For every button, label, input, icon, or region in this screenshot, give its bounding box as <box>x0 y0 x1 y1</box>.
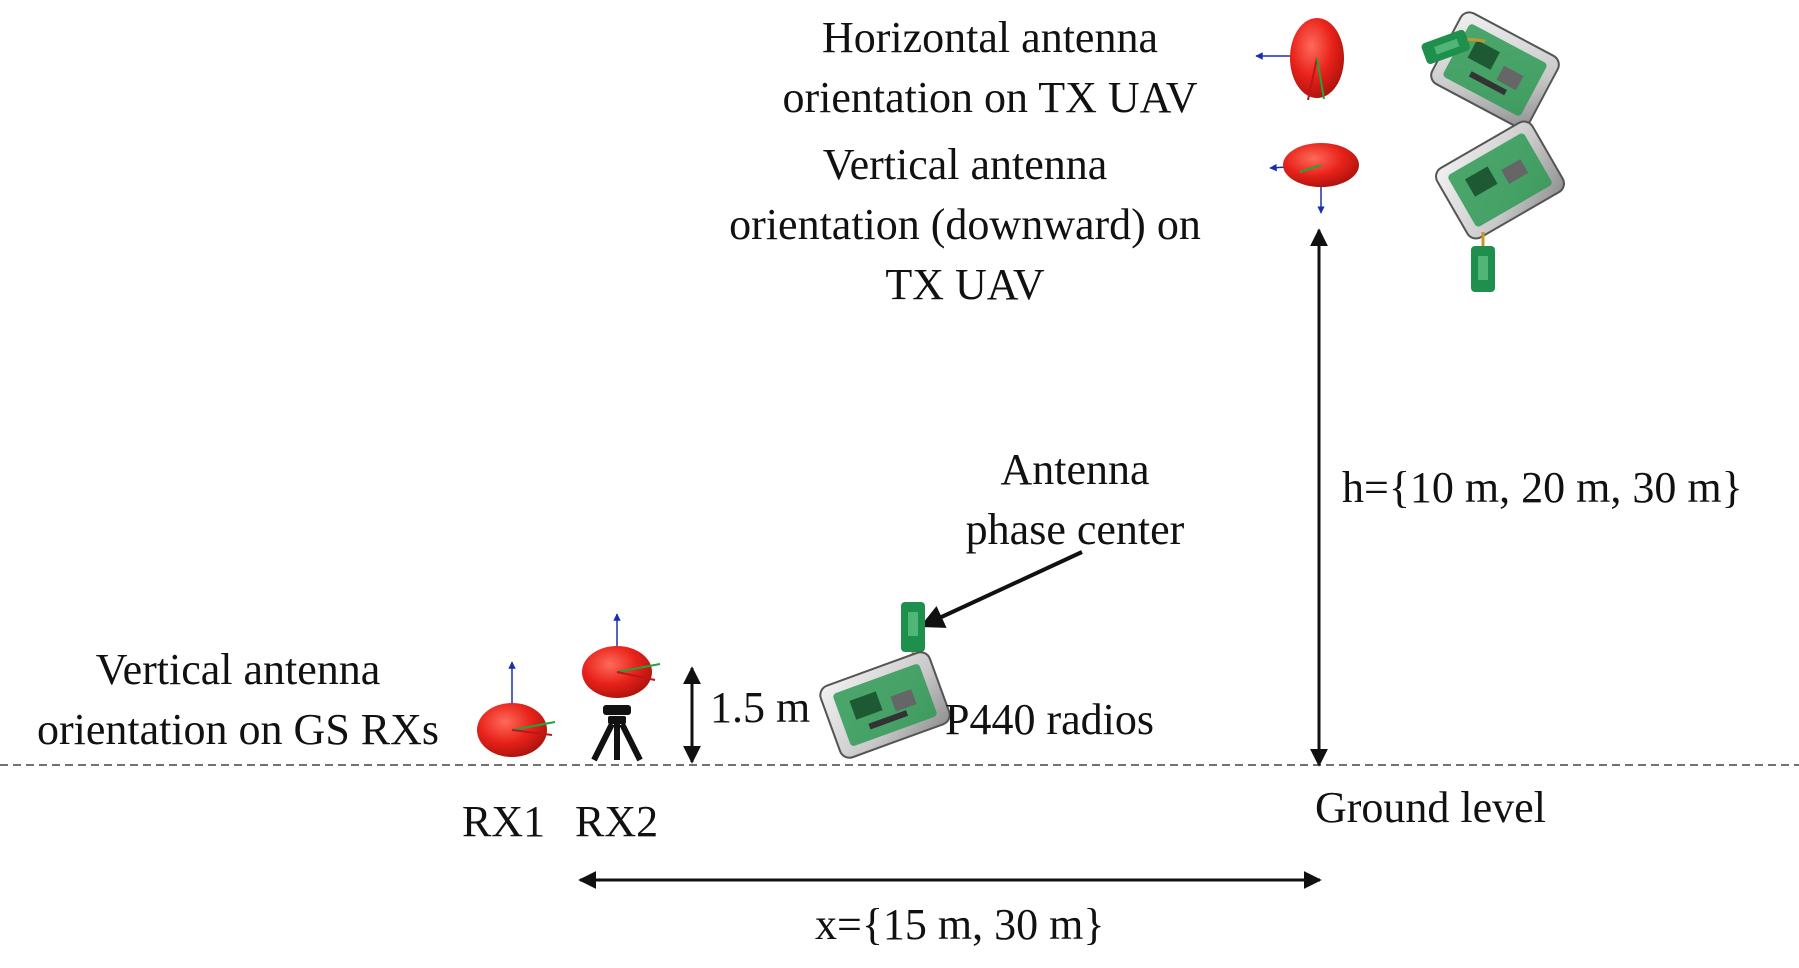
tripod-icon <box>591 705 643 762</box>
vertical-tx-line-3: TX UAV <box>885 260 1045 309</box>
rx2-pattern-icon <box>582 613 661 698</box>
radios-label: P440 radios <box>945 695 1154 744</box>
gs-rx-line-1: Vertical antenna <box>95 645 381 694</box>
antenna-icon <box>1421 29 1486 65</box>
vertical-tx-pattern-icon <box>1269 143 1359 214</box>
height-label: h={10 m, 20 m, 30 m} <box>1342 463 1743 512</box>
horizontal-tx-line-1: Horizontal antenna <box>822 13 1158 62</box>
rx1-pattern-icon <box>477 661 556 757</box>
rx2-label: RX2 <box>575 797 659 846</box>
horizontal-tx-label: Horizontal antenna orientation on TX UAV <box>745 8 1235 128</box>
p440-radio-icon <box>1435 120 1565 240</box>
vertical-tx-line-1: Vertical antenna <box>822 140 1108 189</box>
p440-radio-icon <box>1430 11 1560 129</box>
distance-label: x={15 m, 30 m} <box>815 900 1105 949</box>
ground-label: Ground level <box>1315 783 1546 832</box>
phase-center-line-2: phase center <box>965 505 1185 554</box>
phase-center-arrow <box>919 550 1083 628</box>
horizontal-tx-line-2: orientation on TX UAV <box>782 73 1198 122</box>
vertical-tx-label: Vertical antenna orientation (downward) … <box>690 135 1240 315</box>
gs-rx-label: Vertical antenna orientation on GS RXs <box>8 640 468 760</box>
rx1-label: RX1 <box>462 797 546 846</box>
p440-radio-icon <box>819 651 951 759</box>
horizontal-pattern-icon <box>1255 18 1344 101</box>
vertical-tx-line-2: orientation (downward) on <box>729 200 1201 249</box>
antenna-icon <box>1471 232 1495 292</box>
phase-center-line-1: Antenna <box>1000 445 1150 494</box>
phase-center-label: Antenna phase center <box>930 440 1220 560</box>
gs-rx-line-2: orientation on GS RXs <box>36 705 440 754</box>
rx-height-label: 1.5 m <box>710 683 811 732</box>
